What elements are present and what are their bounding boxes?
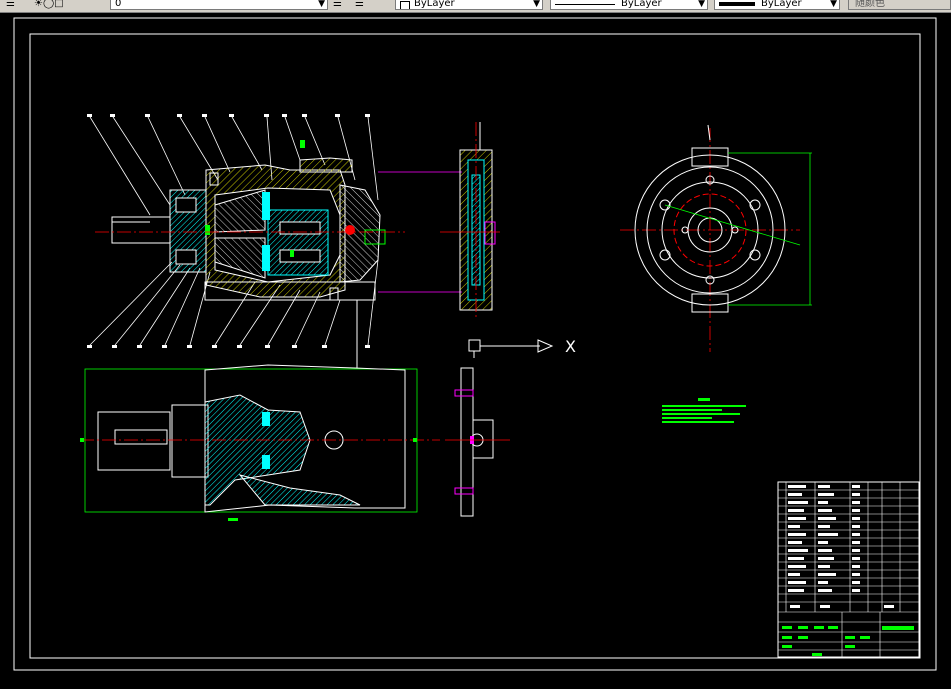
inner-drawing-frame	[29, 33, 921, 659]
ucs-axis-indicator: X	[468, 337, 576, 358]
properties-toolbar: ☰ ☀◯□ 0 ▼ ☰ ☰ ByLayer ▼ ByLayer ▼ ByLaye…	[0, 0, 951, 13]
chevron-down-icon: ▼	[318, 0, 325, 9]
chevron-down-icon: ▼	[533, 0, 540, 9]
side-view	[445, 367, 510, 517]
plan-view	[80, 300, 440, 521]
axis-x-label: X	[565, 337, 576, 356]
color-swatch-icon	[400, 1, 410, 9]
drawing-canvas[interactable]: X	[0, 13, 951, 685]
lineweight-dropdown[interactable]: ByLayer ▼	[714, 0, 840, 10]
linetype-value: ByLayer	[621, 0, 662, 9]
color-dropdown[interactable]: ByLayer ▼	[395, 0, 543, 10]
layer-dropdown[interactable]: 0 ▼	[110, 0, 328, 10]
outer-sheet-border	[13, 17, 937, 671]
valve-plate-view	[378, 122, 500, 318]
make-layer-current-icon[interactable]: ☰	[333, 0, 342, 9]
layer-previous-icon[interactable]: ☰	[355, 0, 364, 9]
cad-drawing[interactable]: X	[0, 13, 951, 685]
layer-state-icons[interactable]: ☀◯□	[34, 0, 64, 9]
layer-value: 0	[115, 0, 122, 9]
layers-icon[interactable]: ☰	[6, 0, 15, 9]
linetype-sample-icon	[555, 4, 615, 5]
plotstyle-value: 随颜色	[855, 0, 885, 9]
plotstyle-dropdown[interactable]: 随颜色	[848, 0, 951, 10]
end-view	[620, 124, 812, 352]
title-block	[777, 481, 920, 658]
lineweight-sample-icon	[719, 2, 755, 6]
main-section-view	[87, 114, 405, 348]
lineweight-value: ByLayer	[761, 0, 802, 9]
color-value: ByLayer	[414, 0, 455, 9]
linetype-dropdown[interactable]: ByLayer ▼	[550, 0, 708, 10]
technical-notes	[662, 398, 746, 423]
chevron-down-icon: ▼	[698, 0, 705, 9]
chevron-down-icon: ▼	[830, 0, 837, 9]
